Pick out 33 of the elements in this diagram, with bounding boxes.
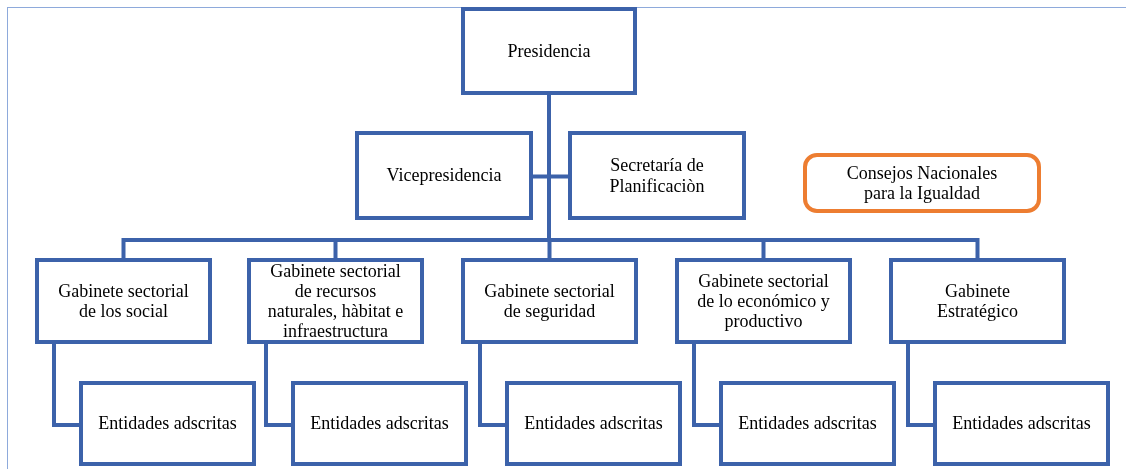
org-box <box>247 258 424 344</box>
connector-line <box>692 344 719 427</box>
connector-line <box>264 344 291 427</box>
box-label: Secretaría de Planificaciòn <box>608 155 706 196</box>
box-label: Gabinete sectorial de seguridad <box>483 280 616 322</box>
org-box <box>461 7 637 95</box>
org-box <box>461 258 638 344</box>
box-label: Entidades adscritas <box>310 413 449 434</box>
box-label: Consejos Nacionales para la Igualdad <box>845 162 999 204</box>
connector-line <box>906 344 933 427</box>
org-box <box>568 131 746 220</box>
council-box <box>803 153 1041 213</box>
org-box <box>505 381 682 466</box>
org-box <box>35 258 212 344</box>
connector-line <box>478 344 505 427</box>
connector-line <box>52 344 79 427</box>
box-label: Gabinete Estratégico <box>936 280 1019 322</box>
org-box <box>719 381 896 466</box>
box-label: Gabinete sectorial de lo económico y productivo <box>696 270 831 332</box>
box-label: Vicepresidencia <box>386 165 502 186</box>
box-label: Gabinete sectorial de los social <box>57 280 190 322</box>
org-box <box>291 381 468 466</box>
box-label: Presidencia <box>507 40 591 62</box>
box-label: Entidades adscritas <box>738 413 877 434</box>
box-label: Entidades adscritas <box>98 413 237 434</box>
org-box <box>355 131 533 220</box>
org-box <box>79 381 256 466</box>
box-label: Entidades adscritas <box>524 413 663 434</box>
org-box <box>933 381 1110 466</box>
box-label: Gabinete sectorial de recursos naturales, hàbitat e infraestructura <box>266 260 405 342</box>
box-label: Entidades adscritas <box>952 413 1091 434</box>
org-box <box>675 258 852 344</box>
org-box <box>889 258 1066 344</box>
